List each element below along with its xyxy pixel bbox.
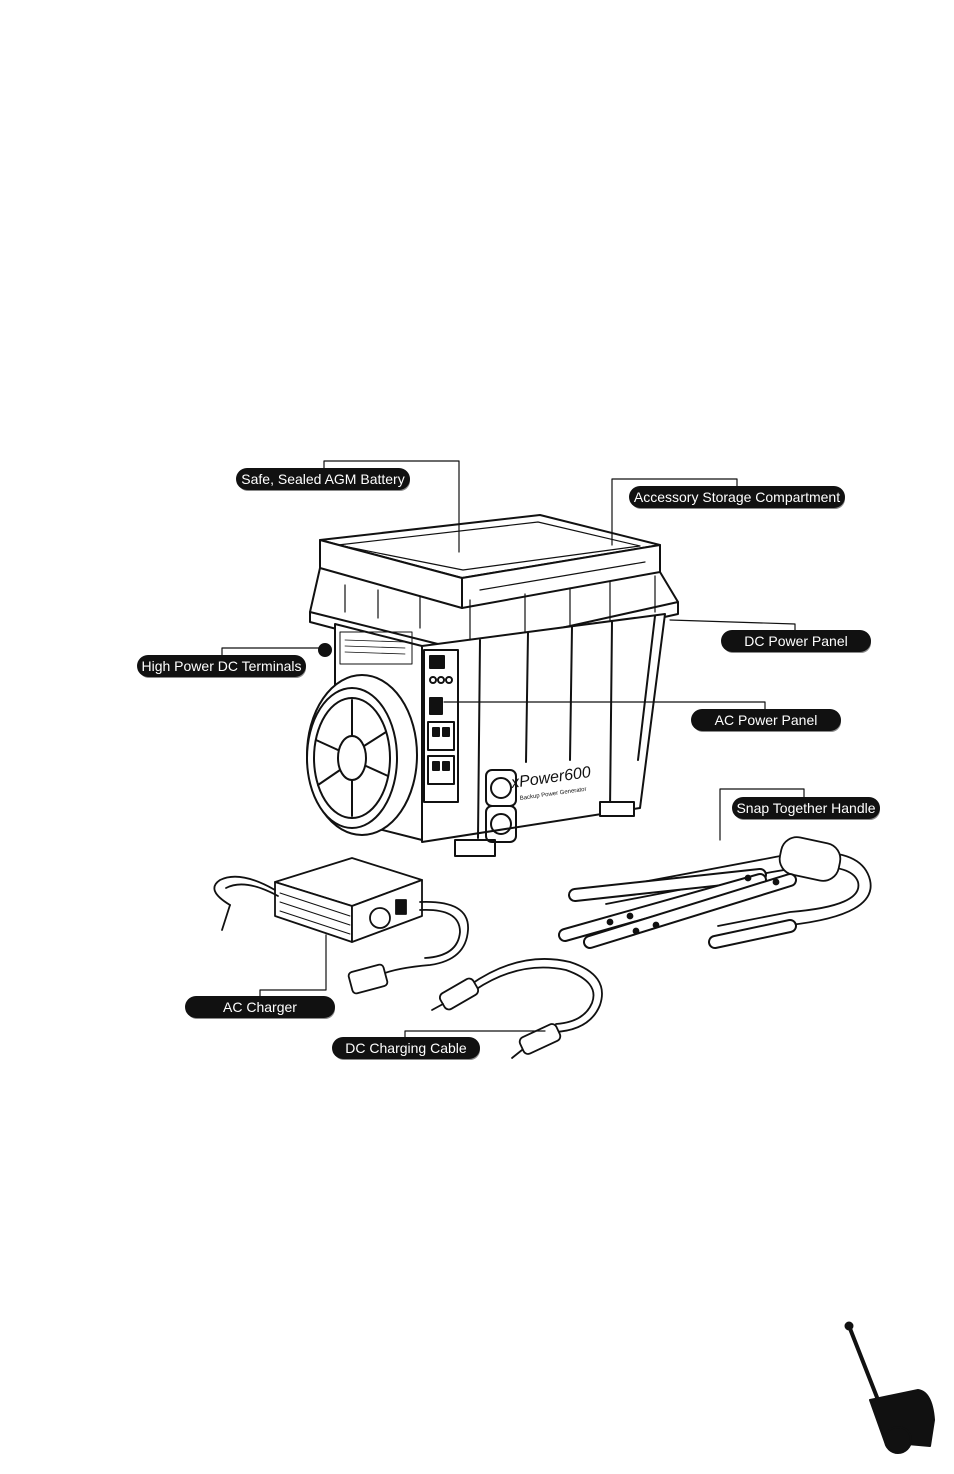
cart-icon: [846, 1323, 935, 1454]
generator-unit: [307, 515, 678, 856]
callout-ac-charger: AC Charger: [186, 997, 334, 1017]
callout-ac-panel: AC Power Panel: [692, 710, 840, 730]
callout-battery: Safe, Sealed AGM Battery: [237, 469, 409, 489]
callout-dc-terminals: High Power DC Terminals: [138, 656, 305, 676]
ac-charger: [214, 858, 468, 994]
callout-dc-cable: DC Charging Cable: [333, 1038, 479, 1058]
callout-dc-panel: DC Power Panel: [722, 631, 870, 651]
callout-handle: Snap Together Handle: [733, 798, 879, 818]
handle-parts: [565, 834, 871, 942]
callout-storage: Accessory Storage Compartment: [630, 487, 844, 507]
